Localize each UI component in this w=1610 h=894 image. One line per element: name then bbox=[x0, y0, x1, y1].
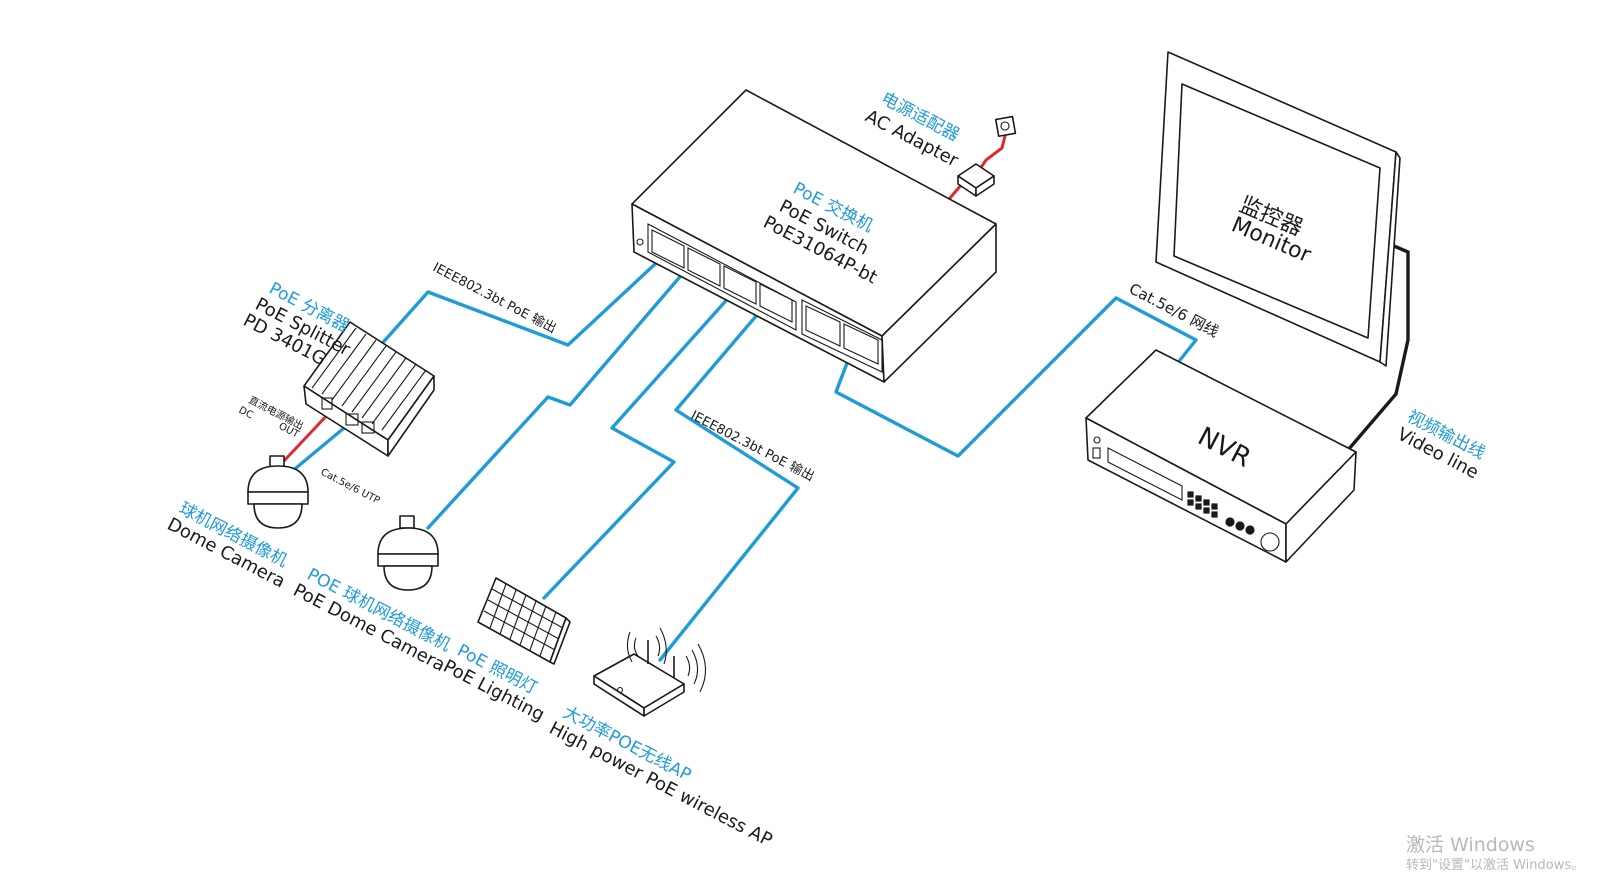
cable-splitter-dc-power bbox=[280, 408, 334, 465]
cables bbox=[280, 130, 1410, 662]
nvr-led bbox=[1093, 436, 1101, 444]
cable-switch-to-poe-lighting bbox=[542, 283, 742, 600]
monitor-side bbox=[1379, 151, 1401, 367]
nvr-buttons bbox=[1187, 491, 1255, 535]
cable-video-line bbox=[1346, 244, 1410, 452]
splitter-port-label-cn: 直流电源输出 bbox=[247, 393, 306, 432]
switch-port-block bbox=[647, 223, 797, 331]
wall-socket-icon bbox=[994, 115, 1017, 138]
splitter-dc-port bbox=[321, 397, 333, 410]
splitter-rj45-port-2 bbox=[361, 421, 375, 434]
cable-adapter-to-switch bbox=[948, 182, 964, 200]
label-poe-output-top: IEEE802.3bt PoE 输出 bbox=[430, 259, 559, 336]
splitter-rj45-port-1 bbox=[345, 413, 359, 426]
watermark-title: 激活 Windows bbox=[1406, 834, 1535, 856]
splitter-side bbox=[387, 375, 435, 457]
nvr-jog-dial bbox=[1260, 532, 1280, 552]
label-cat-utp: Cat.5e/6 UTP bbox=[319, 467, 382, 507]
lighting-panel-grid bbox=[483, 583, 564, 657]
poe-lighting: PoE 照明灯 PoE Lighting bbox=[440, 577, 571, 726]
windows-activation-watermark: 激活 Windows 转到"设置"以激活 Windows。 bbox=[1406, 834, 1584, 874]
nvr: NVR bbox=[1085, 349, 1357, 563]
wifi-signal-icon bbox=[626, 627, 707, 693]
nvr-disk-slot bbox=[1107, 447, 1183, 501]
poe-splitter: PoE 分离器 PoE Splitter PD 3401G 直流电源输出 DC … bbox=[237, 279, 435, 457]
cable-switch-to-nvr bbox=[834, 296, 1198, 458]
switch-side bbox=[881, 223, 997, 383]
poe-switch: PoE 交换机 PoE Switch PoE31064P-bt bbox=[631, 89, 997, 383]
cable-splitter-to-dome-camera-network bbox=[294, 421, 352, 470]
nvr-side bbox=[1285, 451, 1357, 563]
watermark-subtitle: 转到"设置"以激活 Windows。 bbox=[1406, 857, 1585, 873]
cable-switch-to-wireless-ap bbox=[658, 300, 800, 662]
poe-dome-camera: POE 球机网络摄像机 PoE Dome Camera bbox=[290, 515, 454, 676]
cable-ac-adapter-power bbox=[976, 130, 1008, 174]
switch-rj45-ports bbox=[651, 229, 883, 373]
switch-power-indicator bbox=[636, 238, 644, 246]
splitter-fins bbox=[311, 327, 427, 431]
cable-switch-to-poe-dome-camera bbox=[426, 263, 692, 530]
dome-camera: 球机网络摄像机 Dome Camera bbox=[164, 455, 309, 592]
monitor: 监控器 Monitor bbox=[1155, 51, 1401, 367]
cable-switch-to-splitter bbox=[376, 250, 670, 350]
label-poe-output-bottom: IEEE802.3bt PoE 输出 bbox=[688, 407, 817, 484]
monitor-screen bbox=[1173, 83, 1381, 339]
wireless-ap-name-en: High power PoE wireless AP bbox=[546, 718, 776, 851]
